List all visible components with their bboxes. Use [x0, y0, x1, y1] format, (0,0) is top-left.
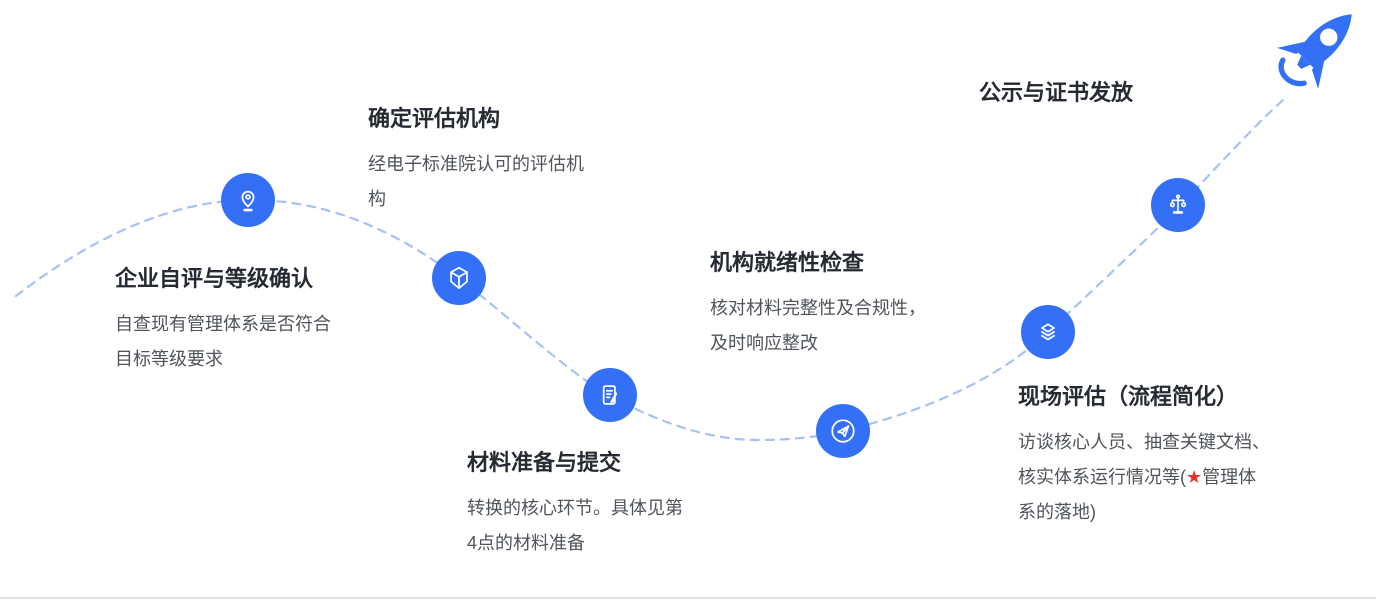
- step-5-title: 现场评估（流程简化）: [1018, 384, 1239, 409]
- step-6-title: 公示与证书发放: [979, 80, 1134, 105]
- bottom-divider: [0, 597, 1376, 599]
- paper-plane-icon: [831, 419, 855, 443]
- step-1-description: 自查现有管理体系是否符合 目标等级要求: [115, 314, 331, 369]
- step-2-node: [432, 251, 486, 305]
- step-4-description: 核对材料完整性及合规性， 及时响应整改: [710, 298, 926, 353]
- step-2-title: 确定评估机构: [368, 106, 501, 131]
- step-6-text: 公示与证书发放: [979, 77, 1133, 121]
- step-4-node: [816, 404, 870, 458]
- cube-icon: [450, 266, 468, 290]
- step-3-title: 材料准备与提交: [467, 450, 622, 475]
- step-4-title: 机构就绪性检查: [710, 250, 865, 275]
- step-2-text: 确定评估机构 经电子标准院认可的评估机 构: [368, 103, 584, 217]
- location-pin-icon: [241, 190, 255, 212]
- step-3-text: 材料准备与提交 转换的核心环节。具体见第 4点的材料准备: [467, 447, 683, 561]
- step-1-node: [221, 173, 275, 227]
- step-1-title: 企业自评与等级确认: [115, 266, 314, 291]
- rocket-icon: [1277, 14, 1352, 89]
- step-2-description: 经电子标准院认可的评估机 构: [368, 154, 584, 209]
- step-4-text: 机构就绪性检查 核对材料完整性及合规性， 及时响应整改: [710, 247, 926, 361]
- step-5-node: [1021, 305, 1075, 359]
- step-3-node: [583, 368, 637, 422]
- step-5-text: 现场评估（流程简化） 访谈核心人员、抽查关键文档、 核实体系运行情况等(★管理体…: [1018, 381, 1270, 530]
- scales-icon: [1169, 194, 1187, 214]
- step-6-node: [1151, 178, 1205, 232]
- red-star-marker: ★: [1186, 467, 1203, 487]
- layers-icon: [1041, 323, 1055, 341]
- document-edit-icon: [602, 385, 618, 405]
- step-5-description: 访谈核心人员、抽查关键文档、 核实体系运行情况等(★管理体 系的落地): [1018, 432, 1270, 522]
- step-3-description: 转换的核心环节。具体见第 4点的材料准备: [467, 498, 683, 553]
- step-1-text: 企业自评与等级确认 自查现有管理体系是否符合 目标等级要求: [115, 263, 331, 377]
